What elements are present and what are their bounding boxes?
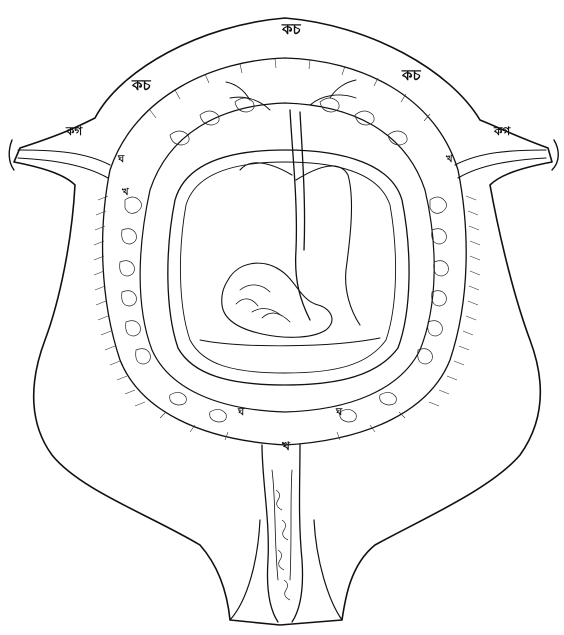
label-inner-right-upper: খ — [446, 155, 453, 165]
label-bottom-right: ঘ — [336, 408, 342, 418]
label-inner-left-mid: খ — [122, 188, 129, 198]
label-neck: খ — [282, 440, 290, 452]
label-inner-left-upper: ঘ — [118, 155, 124, 165]
amniotic-sac — [168, 150, 409, 385]
embryo — [222, 263, 332, 337]
label-top-center: কচ — [282, 22, 301, 37]
label-tube-right: কগ — [494, 125, 510, 137]
label-top-right: কচ — [402, 68, 421, 83]
decidua-outline — [140, 103, 434, 412]
wall-inner-outline — [103, 58, 467, 445]
label-top-left: কচ — [132, 78, 151, 93]
label-bottom-left: ঘ — [238, 408, 244, 418]
label-tube-left: কগ — [66, 125, 82, 137]
